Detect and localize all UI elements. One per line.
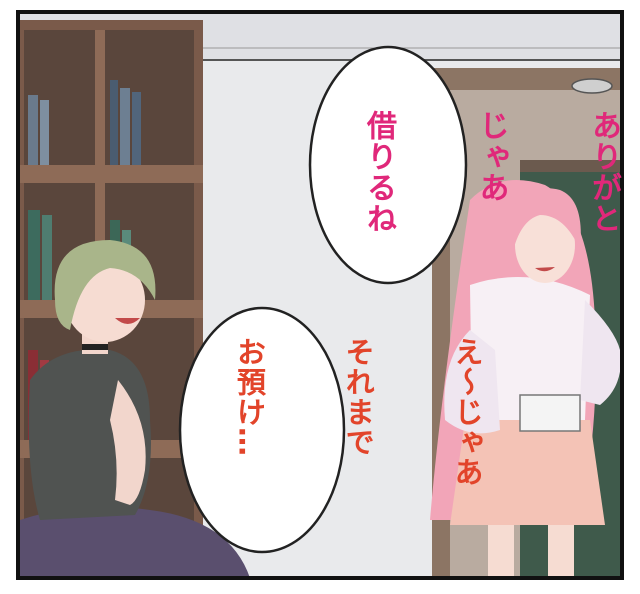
bubble-2-line-2: それまで (341, 337, 376, 457)
right-character (430, 180, 621, 578)
bubble-2-line-3: お預け… (232, 337, 267, 457)
bubble-1-line-2: じゃあ (473, 110, 509, 203)
bubble-1-line-3: 借りるね (361, 110, 396, 234)
panel-frame (16, 10, 624, 580)
bubble-1-line-1: ありがと (586, 110, 621, 234)
left-character (20, 240, 250, 578)
bubble-2-line-1: え～じゃあ (450, 337, 484, 487)
speech-bubble-1-text: ありがと じゃあ 借りるね (322, 110, 640, 234)
speech-bubble-2 (178, 306, 346, 554)
speech-bubble-2-text: え～じゃあ それまで お預け… (195, 337, 558, 487)
speech-bubble-1 (308, 45, 468, 285)
